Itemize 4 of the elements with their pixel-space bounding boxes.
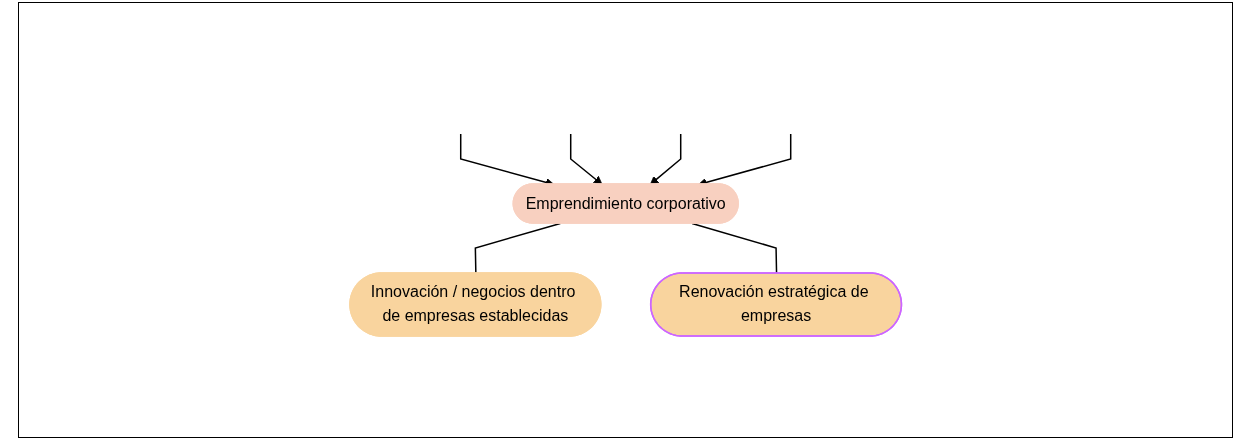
arrow <box>569 133 603 185</box>
connector <box>691 222 778 275</box>
connector <box>474 222 561 275</box>
arrow <box>649 133 682 185</box>
